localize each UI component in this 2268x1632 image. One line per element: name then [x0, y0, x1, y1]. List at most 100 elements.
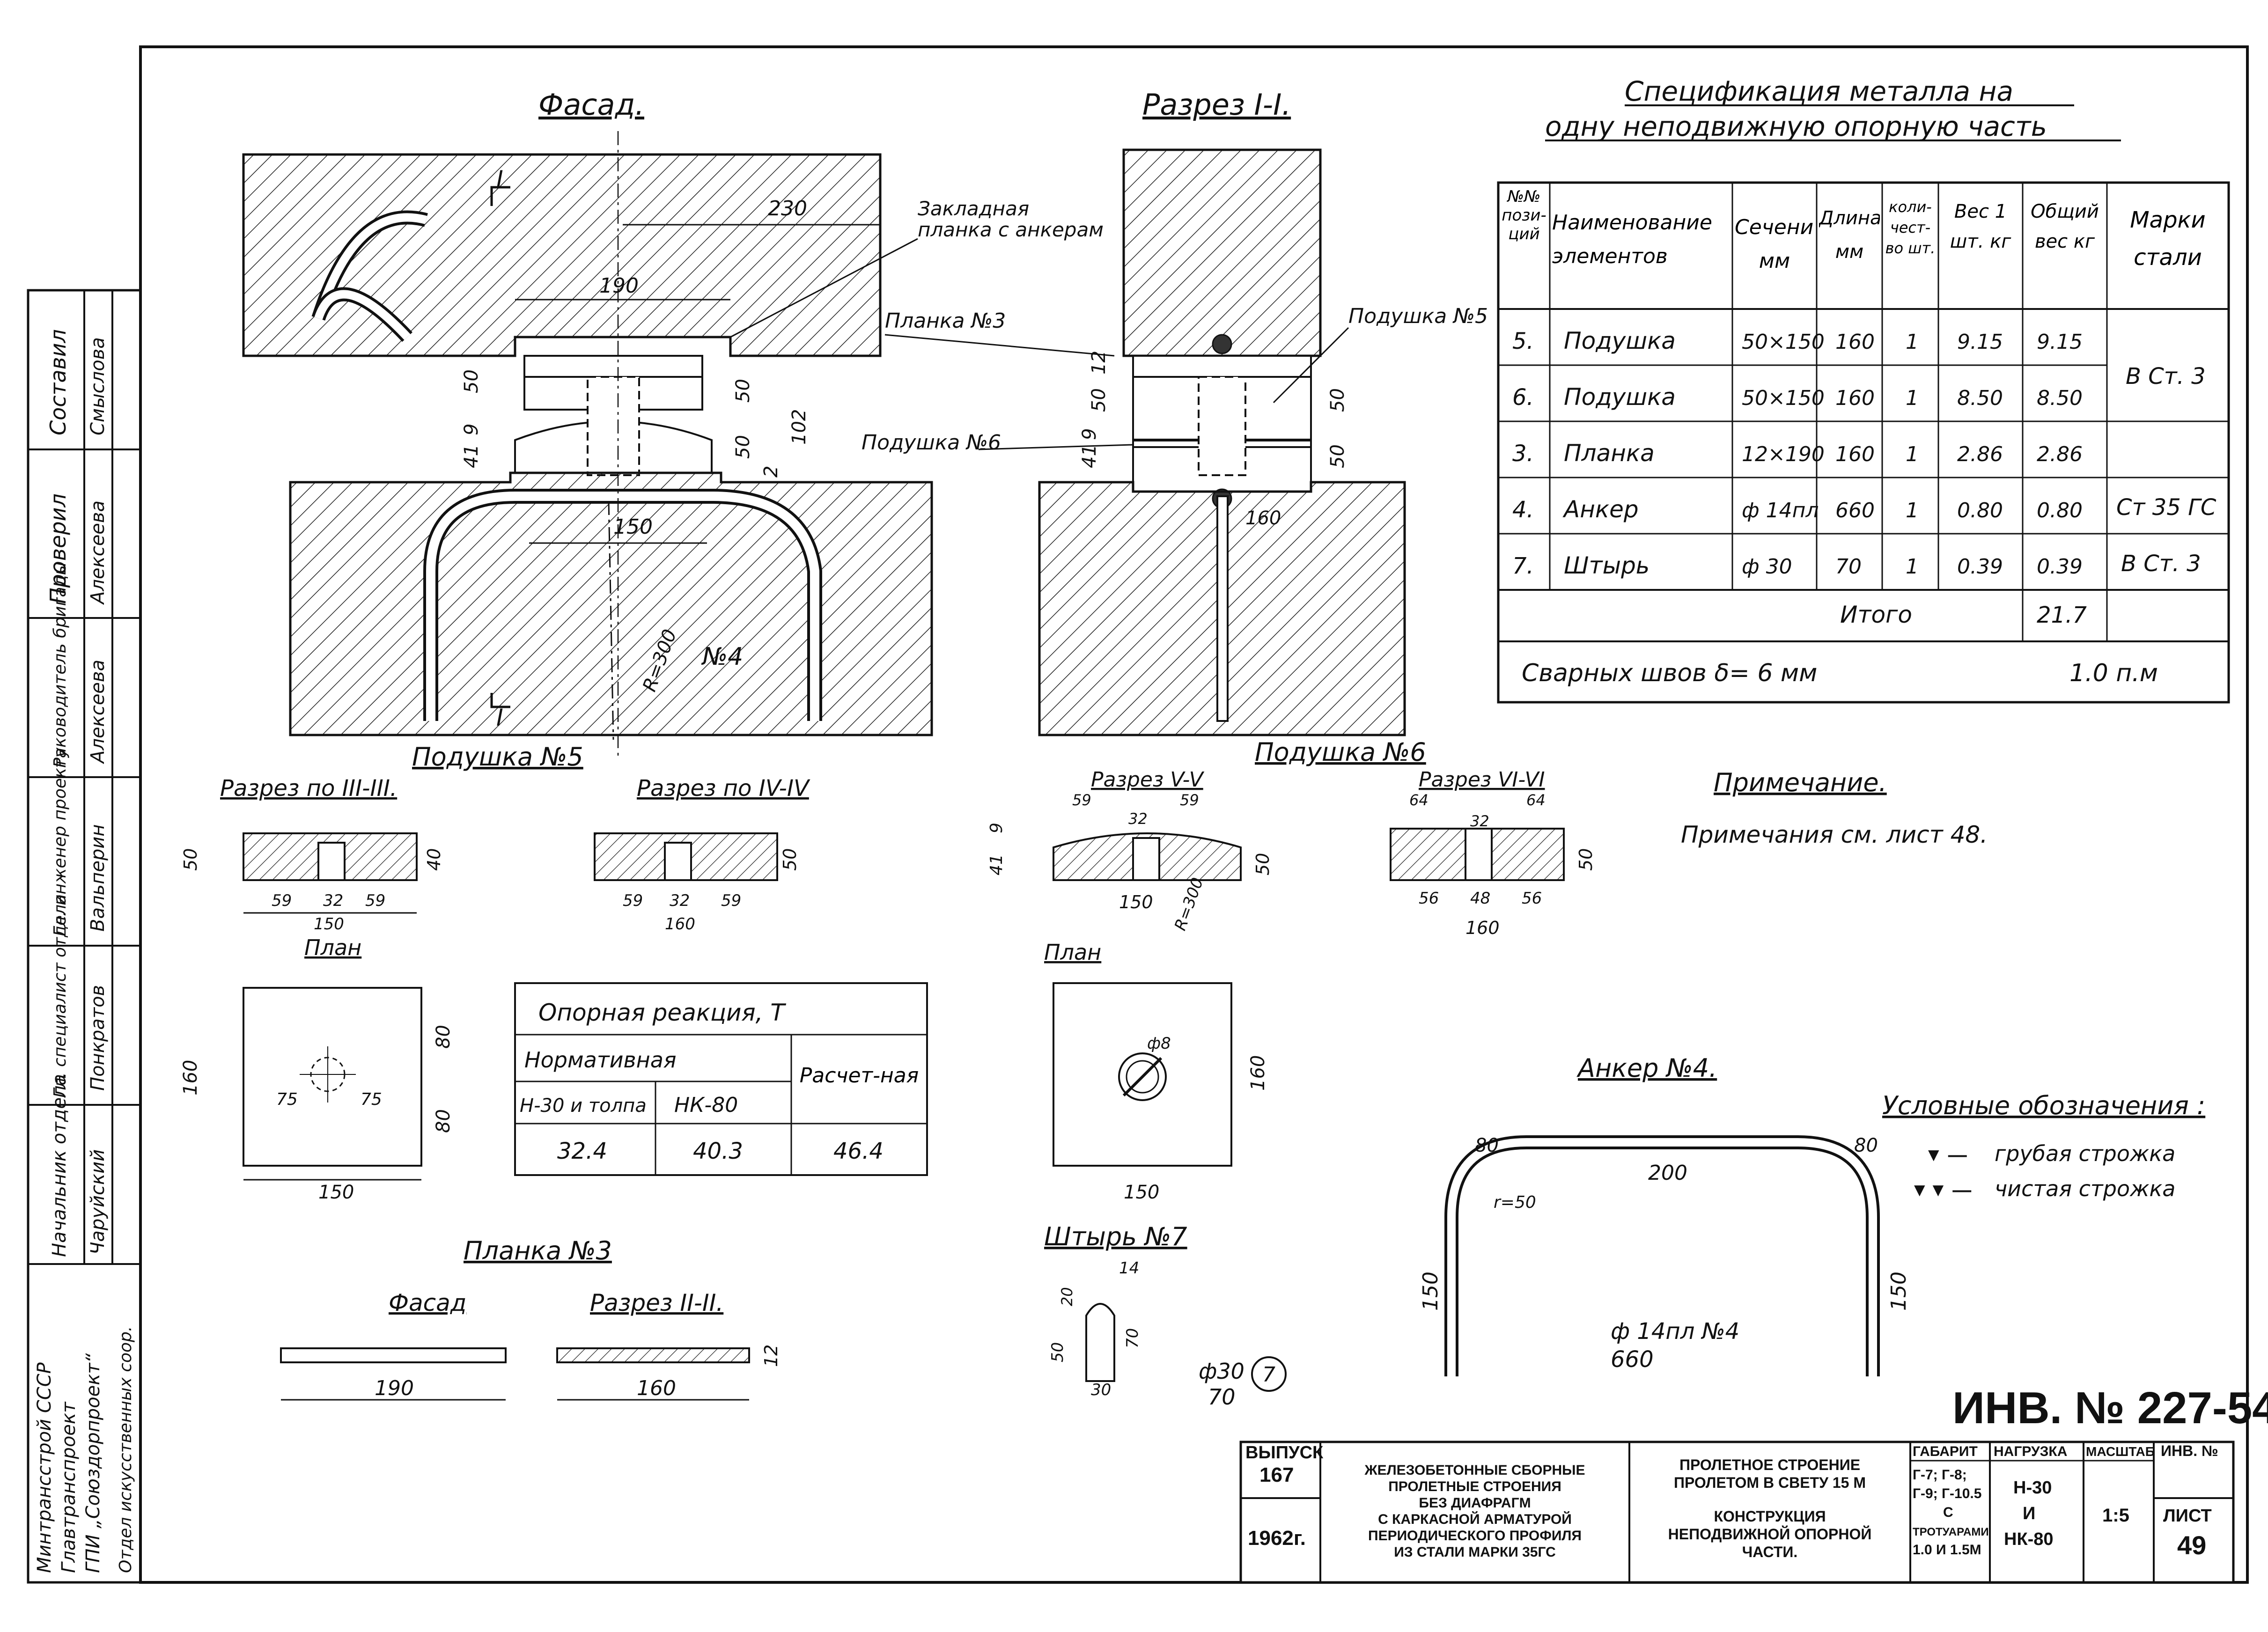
spec-cell: 50×150 [1742, 330, 1825, 354]
section-mark-bottom: I [496, 704, 503, 731]
side-name-3: Алексеева [87, 660, 109, 765]
dim-2: 2 [760, 466, 782, 478]
dim-50-d: 50 [1088, 388, 1110, 412]
reaction-value-1: 32.4 [557, 1138, 607, 1164]
stamp-issue-label: ВЫПУСК [1245, 1443, 1324, 1463]
spec-cell: 50×150 [1742, 386, 1825, 410]
reaction-normative: Нормативная [524, 1047, 677, 1073]
side-name-4: Вальперин [87, 824, 109, 932]
stamp-title-1: ПРОЛЕТНОЕ СТРОЕНИЕ [1679, 1456, 1860, 1473]
pad-6-dim-48: 48 [1470, 889, 1490, 908]
stamp-gabarit-5: 1.0 И 1.5М [1913, 1542, 1981, 1558]
side-role-4: Гл. инженер проекта [51, 748, 70, 936]
pad-5-details: Подушка №5 Разрез по III-III. 59 32 59 1… [180, 742, 810, 1203]
spec-cell: 2.86 [2037, 442, 2083, 466]
pad-6-dim-150: 150 [1119, 892, 1153, 912]
pad-6-dim-160: 160 [1465, 918, 1500, 938]
spec-table: Спецификация металла на одну неподвижную… [1497, 75, 2230, 704]
spec-cell: 160 [1835, 442, 1875, 466]
pad-6-dim-50b: 50 [1576, 848, 1596, 871]
pad-5-dim-59b: 59 [365, 891, 385, 910]
pad-6-sec6: Разрез VI-VI [1419, 768, 1545, 792]
pad-6-sec5: Разрез V-V [1091, 768, 1205, 792]
spec-cell: 160 [1835, 330, 1875, 354]
spec-cell: 0.39 [1957, 555, 2003, 579]
pad-6-dim-56b: 56 [1522, 889, 1542, 908]
dim-41-a: 41 [461, 444, 482, 468]
pad-5-dim-80b: 80 [433, 1109, 454, 1133]
spec-cell: 7. [1512, 553, 1534, 579]
anchor-label-facade: №4 [701, 643, 743, 671]
pad-5-dim-59c: 59 [623, 891, 643, 910]
spec-header-pos: №№ пози-ций [1502, 187, 1546, 243]
pin-7-label-70: 70 [1208, 1384, 1236, 1410]
steel-grade-2: Ст 35 ГС [2116, 494, 2216, 521]
stamp-scale-label: МАСШТАБ [2086, 1444, 2155, 1459]
spec-header-length: Длина мм [1819, 207, 1880, 263]
spec-cell: Анкер [1562, 496, 1639, 523]
stamp-gabarit-2: Г-9; Г-10.5 [1913, 1486, 1981, 1501]
side-name-1: Смыслова [87, 337, 109, 435]
side-org-4: Отдел искусственных соор. [116, 1326, 135, 1573]
stamp-gabarit-label: ГАБАРИТ [1913, 1444, 1978, 1459]
spec-cell: 1 [1906, 499, 1919, 522]
side-stamp: Составил Смыслова Проверил Алексеева Рук… [27, 289, 142, 1584]
inventory-number: ИНВ. № 227-54 [1952, 1383, 2268, 1433]
legend-item-1: грубая строжка [1995, 1141, 2175, 1166]
pad-5-sec4: Разрез по IV-IV [637, 775, 810, 801]
spec-cell: 3. [1512, 441, 1534, 467]
pin-7-view: Штырь №7 14 20 50 70 30 ф30 70 7 [1044, 1222, 1287, 1410]
stamp-desc-4: С КАРКАСНОЙ АРМАТУРОЙ [1378, 1511, 1572, 1527]
pin-7-dim-14: 14 [1119, 1259, 1139, 1278]
pad-5-dim-50b: 50 [780, 848, 800, 871]
stamp-desc-3: БЕЗ ДИАФРАГМ [1419, 1495, 1531, 1511]
anchor-dim-r50: r=50 [1494, 1193, 1536, 1212]
note-text: Примечания см. лист 48. [1681, 821, 1988, 848]
pin-7-label-d30: ф30 [1199, 1359, 1244, 1384]
pad-5-dim-59d: 59 [721, 891, 741, 910]
anchor-4-view: Анкер №4. 80 200 80 r=50 150 150 ф 14пл … [1419, 1053, 1911, 1376]
stamp-title-2: ПРОЛЕТОМ В СВЕТУ 15 М [1674, 1474, 1866, 1491]
legend-mark-1: ▼ — [1924, 1145, 1967, 1165]
spec-header-steel: Марки стали [2130, 207, 2206, 271]
spec-weld-value: 1.0 п.м [2069, 659, 2158, 687]
side-name-5: Понкратов [87, 985, 109, 1091]
spec-cell: Штырь [1564, 552, 1649, 579]
stamp-load-3: НК-80 [2004, 1529, 2054, 1549]
stamp-load-label: НАГРУЗКА [1994, 1444, 2067, 1459]
pin-7-dim-30: 30 [1091, 1381, 1111, 1399]
spec-weld-label: Сварных швов δ= 6 мм [1522, 659, 1817, 687]
spec-header-unit-weight: Вес 1 шт. кг [1950, 201, 2011, 252]
stamp-title-3: КОНСТРУКЦИЯ [1714, 1508, 1826, 1525]
spec-cell: 70 [1835, 555, 1862, 579]
section-1-view: Разрез I-I. 12 50 9 41 50 50 160 Подушка… [1038, 88, 1488, 736]
dim-50-b: 50 [732, 379, 754, 403]
plate-3-title: Планка №3 [464, 1236, 612, 1265]
pad-6-details: Подушка №6 Разрез V-V 59 32 59 150 R=300… [987, 737, 1596, 1203]
anchor-dim-150b: 150 [1887, 1272, 1911, 1311]
spec-cell: 12×190 [1742, 442, 1825, 466]
note-block: Примечание. Примечания см. лист 48. [1681, 768, 1988, 848]
pad-6-dim-32b: 32 [1470, 812, 1489, 830]
side-role-2: Проверил [45, 493, 71, 604]
legend-mark-2: ▼▼ — [1910, 1180, 1971, 1200]
stamp-gabarit-3: С [1943, 1505, 1953, 1520]
legend-block: Условные обозначения : ▼ — грубая строжк… [1882, 1091, 2205, 1201]
side-role-1: Составил [45, 329, 71, 435]
dim-9-b: 9 [1079, 428, 1100, 440]
pad-6-dim-41: 41 [987, 854, 1006, 875]
steel-grade-1: В Ст. 3 [2126, 363, 2206, 390]
pad-6-dim-64b: 64 [1526, 791, 1546, 809]
steel-grade-3: В Ст. 3 [2121, 551, 2201, 577]
anchor-dim-80a: 80 [1475, 1135, 1499, 1156]
side-name-2: Алексеева [87, 500, 109, 605]
pad-6-dim-150b: 150 [1124, 1182, 1159, 1203]
reaction-value-3: 46.4 [833, 1138, 884, 1164]
stamp-desc-1: ЖЕЛЕЗОБЕТОННЫЕ СБОРНЫЕ [1364, 1463, 1585, 1478]
spec-total-label: Итого [1840, 601, 1912, 628]
spec-cell: 1 [1906, 386, 1919, 410]
stamp-title-4: НЕПОДВИЖНОЙ ОПОРНОЙ [1668, 1526, 1872, 1543]
pad-5-title: Подушка №5 [412, 742, 583, 772]
spec-cell: 9.15 [1957, 330, 2003, 354]
